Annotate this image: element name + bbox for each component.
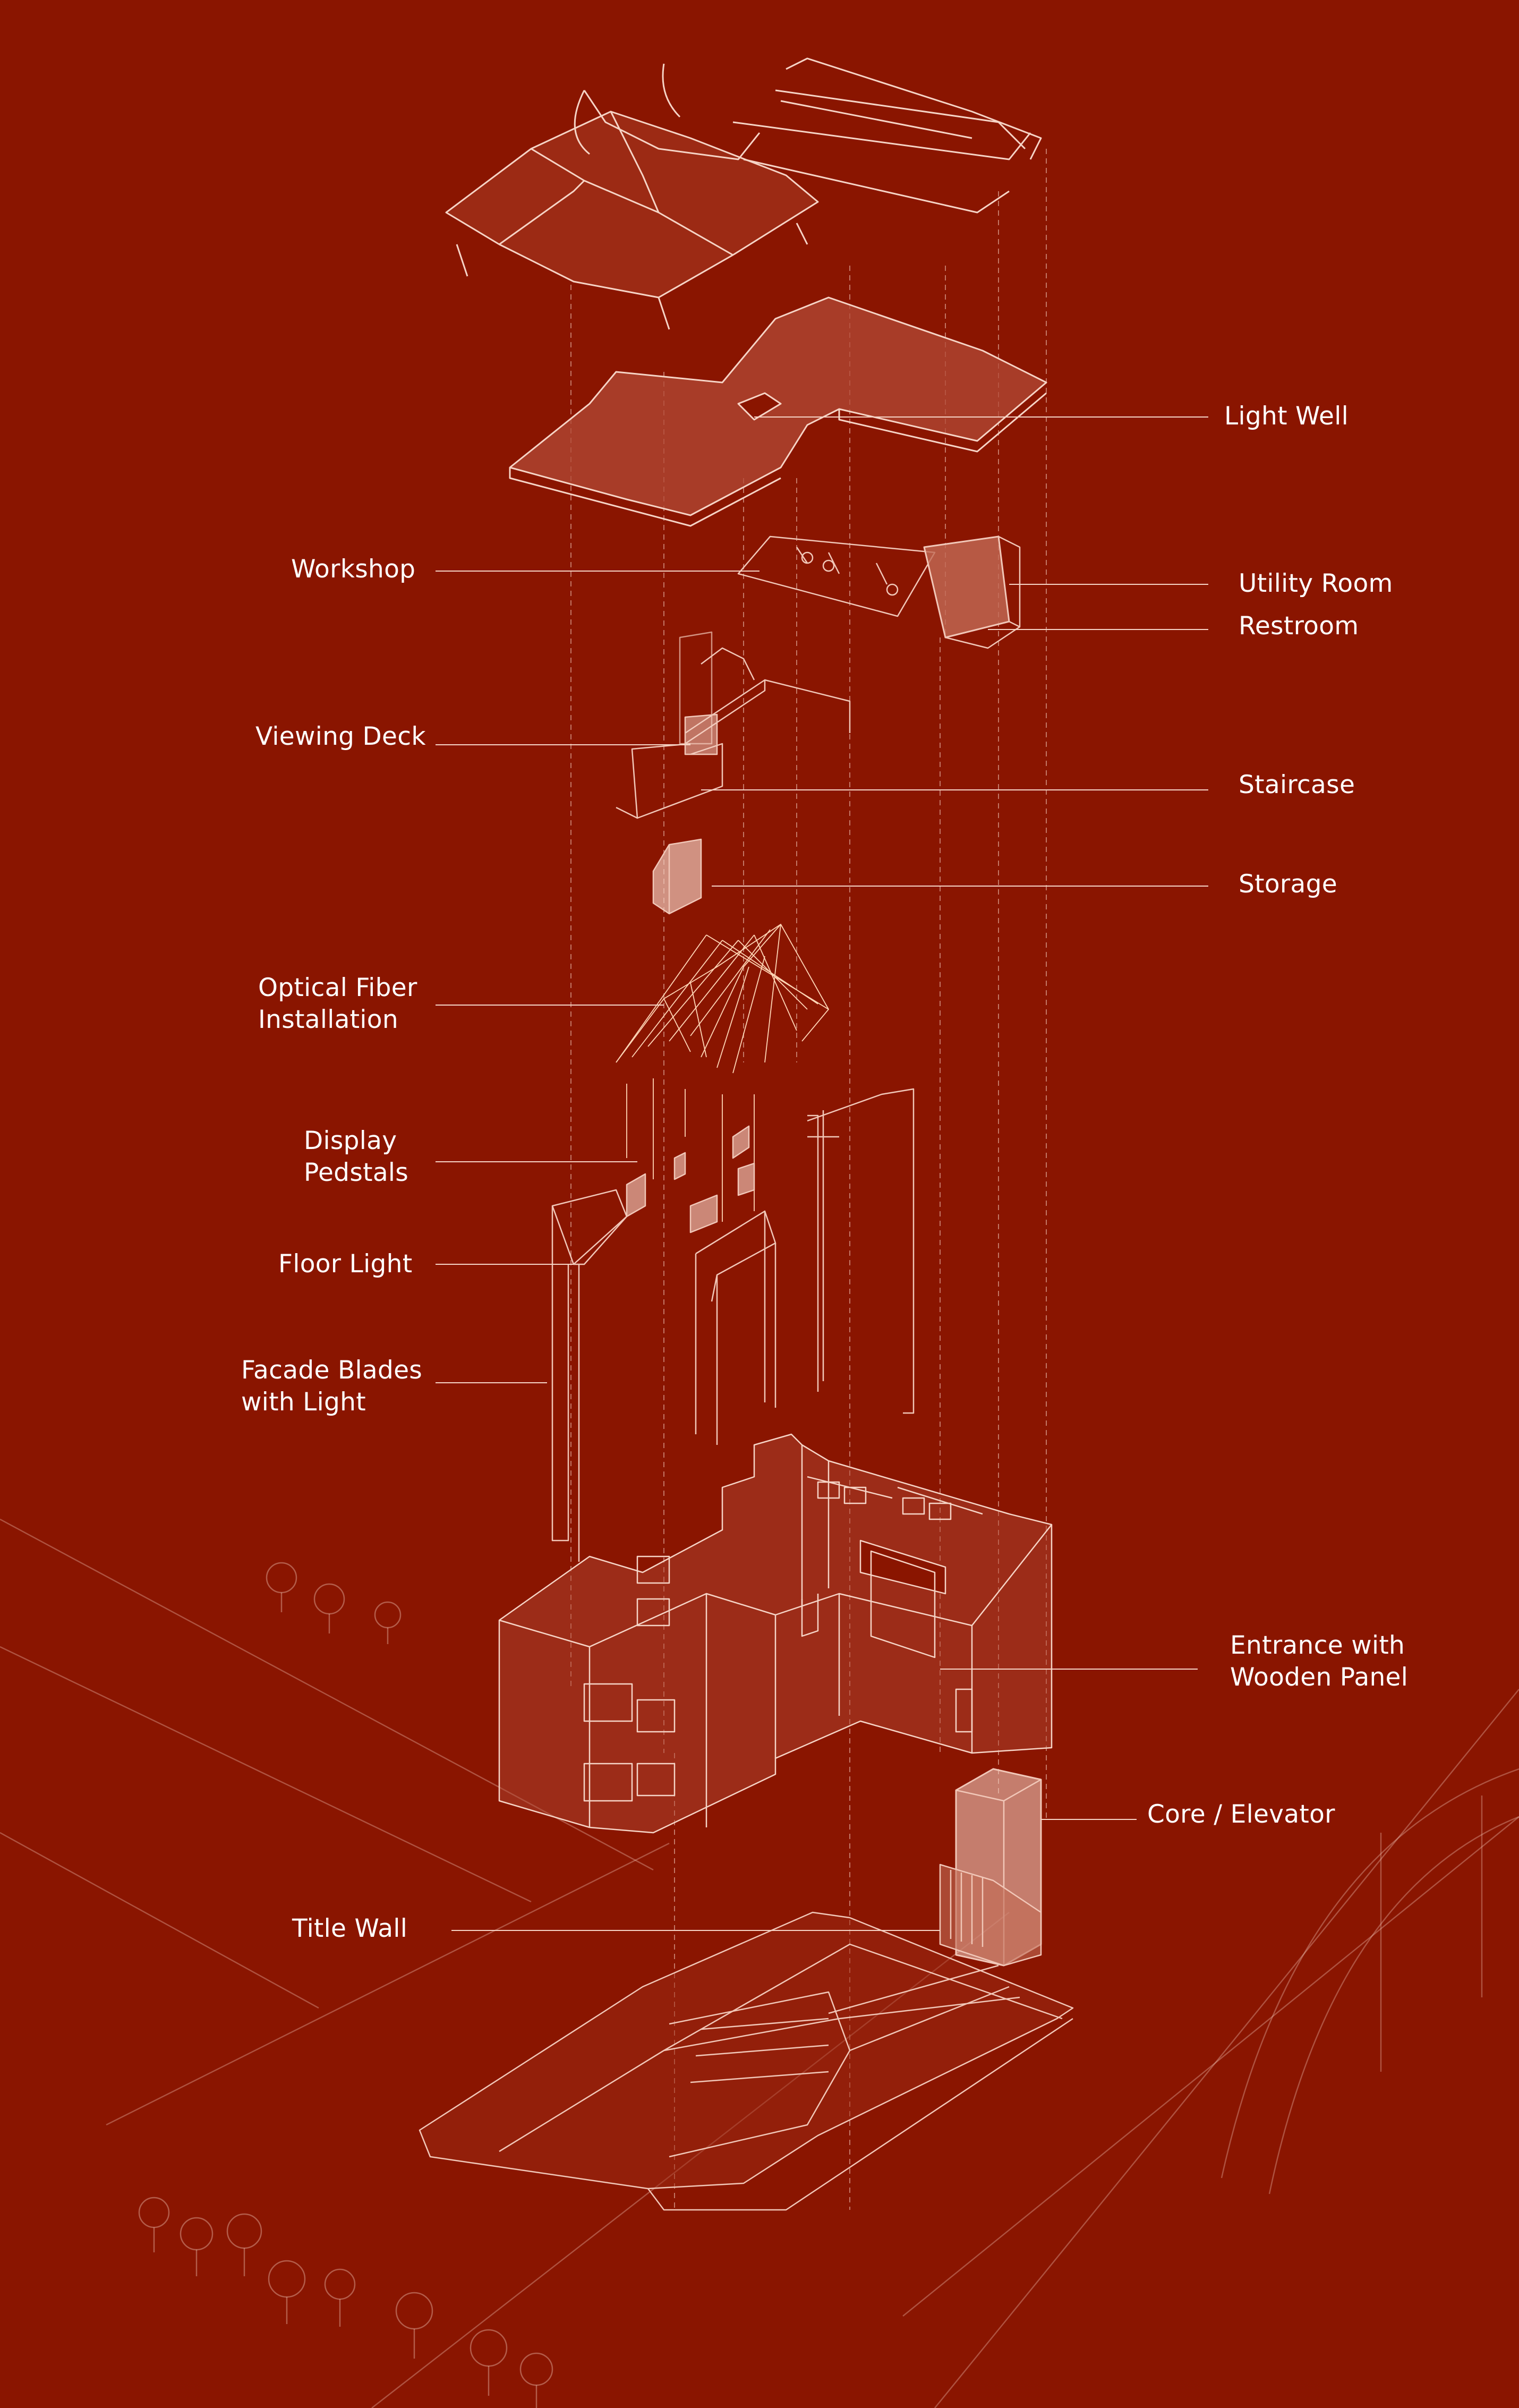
street-trees: [138, 1562, 553, 2408]
main-building: [498, 1433, 1053, 1834]
title-wall: [939, 1864, 1042, 1967]
leader-lines: [436, 416, 1208, 1931]
workshop-level: [737, 535, 1021, 649]
label-floor-light: Floor Light: [278, 1249, 413, 1279]
label-staircase: Staircase: [1239, 770, 1355, 799]
label-title-wall: Title Wall: [292, 1914, 408, 1943]
label-workshop: Workshop: [291, 555, 416, 584]
roof-slab: [509, 296, 1047, 527]
traditional-roof: [445, 57, 1042, 330]
label-entrance: Entrance with Wooden Panel: [1230, 1631, 1409, 1692]
viewing-deck-level: [616, 631, 851, 819]
ground-plinth: [419, 1911, 1074, 2211]
label-optical-fiber: Optical Fiber Installation: [258, 973, 417, 1034]
gallery-walls: [551, 1088, 915, 1562]
label-utility-room: Utility Room: [1239, 569, 1393, 598]
label-restroom: Restroom: [1239, 611, 1359, 641]
label-light-well: Light Well: [1224, 402, 1349, 431]
label-display-pedestals: Display Pedstals: [304, 1126, 409, 1187]
label-facade-blades: Facade Blades with Light: [241, 1356, 423, 1417]
label-viewing-deck: Viewing Deck: [255, 722, 426, 751]
label-storage: Storage: [1239, 870, 1337, 899]
label-core-elevator: Core / Elevator: [1147, 1800, 1335, 1829]
storage-box: [652, 838, 702, 915]
optical-fiber-installation: [616, 924, 829, 1222]
